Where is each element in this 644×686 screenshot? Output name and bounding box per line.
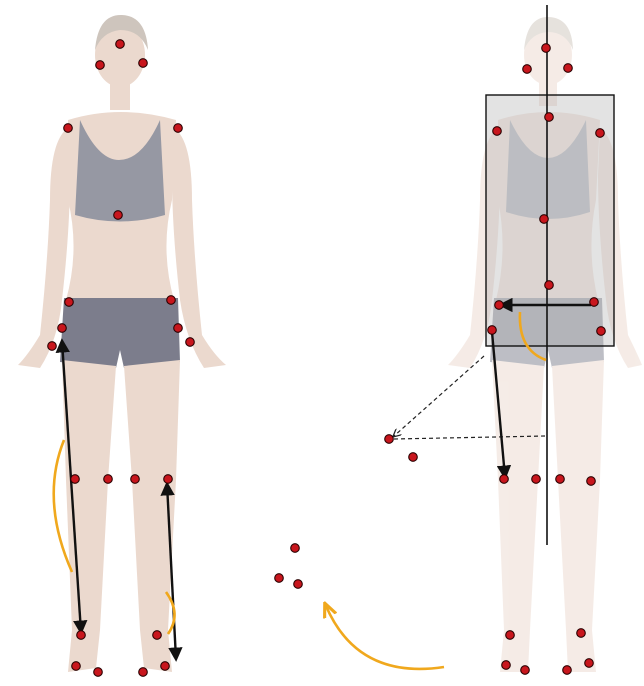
keypoint-right-foot-2 (521, 666, 530, 675)
keypoint-right-knee-2 (532, 475, 541, 484)
keypoint-left-ankle-1 (77, 631, 86, 640)
keypoint-left-waist-left (58, 324, 67, 333)
left-figure-shorts (60, 298, 180, 368)
keypoint-left-knee-2 (104, 475, 113, 484)
keypoint-left-hip-left (65, 298, 74, 307)
keypoint-right-ankle-2 (577, 629, 586, 638)
right-figure-right-leg (552, 360, 604, 672)
keypoint-right-neck (545, 113, 554, 122)
keypoint-left-wrist-left (48, 342, 57, 351)
keypoint-right-chest (540, 215, 549, 224)
keypoint-right-foot-4 (585, 659, 594, 668)
keypoint-left-foot-2 (94, 668, 103, 677)
keypoint-right-eye-right (564, 64, 573, 73)
keypoint-left-knee-1 (71, 475, 80, 484)
keypoint-right-foot-3 (563, 666, 572, 675)
keypoint-right-hip-left (495, 301, 504, 310)
keypoint-right-waist-right (597, 327, 606, 336)
keypoint-left-wrist-right (186, 338, 195, 347)
keypoint-right-waist-left (488, 326, 497, 335)
torso-bounding-box (486, 95, 614, 346)
keypoint-left-knee-3 (131, 475, 140, 484)
dashed-projection-diagonal (394, 356, 484, 436)
left-figure-left-leg (62, 360, 116, 672)
keypoint-projected-point-a (385, 435, 394, 444)
keypoint-left-shoulder-left (64, 124, 73, 133)
keypoint-right-knee-4 (587, 477, 596, 486)
keypoint-left-head-top (116, 40, 125, 49)
keypoint-left-hip-right (167, 296, 176, 305)
ground-rotation-arc (326, 606, 444, 669)
keypoint-right-shoulder-right (596, 129, 605, 138)
keypoint-left-foot-3 (139, 668, 148, 677)
left-figure-neck (110, 82, 130, 110)
keypoint-right-foot-1 (502, 661, 511, 670)
keypoint-left-chest (114, 211, 123, 220)
keypoint-projected-point-b (409, 453, 418, 462)
keypoint-floating-point-b (275, 574, 284, 583)
keypoint-left-waist-right (174, 324, 183, 333)
keypoint-right-eye-left (523, 65, 532, 74)
keypoint-right-navel (545, 281, 554, 290)
keypoint-left-knee-4 (164, 475, 173, 484)
keypoint-left-shoulder-right (174, 124, 183, 133)
keypoint-right-head-top (542, 44, 551, 53)
keypoint-right-knee-1 (500, 475, 509, 484)
keypoint-right-hip-right (590, 298, 599, 307)
keypoint-right-ankle-1 (506, 631, 515, 640)
keypoint-left-foot-1 (72, 662, 81, 671)
keypoint-right-knee-3 (556, 475, 565, 484)
keypoint-left-ankle-2 (153, 631, 162, 640)
keypoint-floating-point-a (291, 544, 300, 553)
keypoint-left-eye-left (96, 61, 105, 70)
keypoint-left-foot-4 (161, 662, 170, 671)
keypoint-right-shoulder-left (493, 127, 502, 136)
keypoint-floating-point-c (294, 580, 303, 589)
keypoint-left-eye-right (139, 59, 148, 68)
